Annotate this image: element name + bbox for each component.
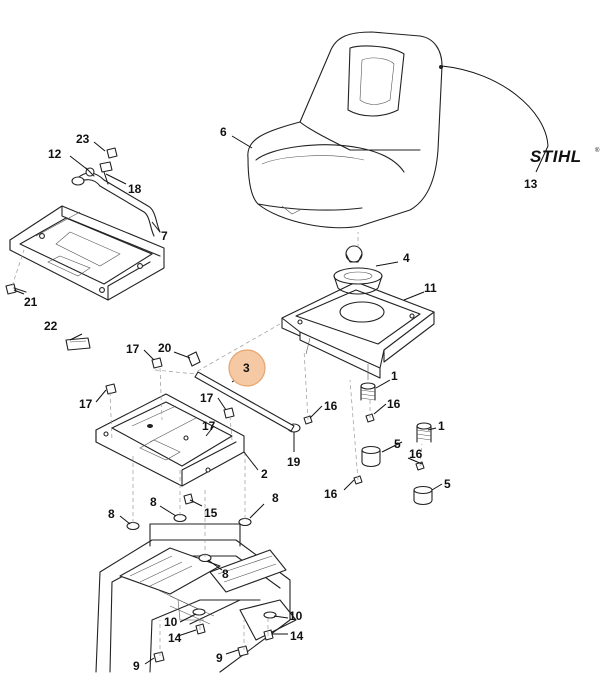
callout-9b[interactable]: 9 <box>216 651 223 665</box>
leader-lines <box>13 65 549 665</box>
washers-8[interactable] <box>126 513 252 563</box>
callout-13[interactable]: 13 <box>524 177 538 191</box>
callout-14b[interactable]: 14 <box>290 629 304 643</box>
bolt-15[interactable] <box>183 493 194 505</box>
callout-20[interactable]: 20 <box>158 341 172 355</box>
callout-10a[interactable]: 10 <box>164 615 178 629</box>
logo-text: STIHL <box>530 147 582 166</box>
registered-mark: ® <box>595 147 600 154</box>
cap-right[interactable] <box>413 485 433 506</box>
callout-16b[interactable]: 16 <box>409 447 423 461</box>
callout-10b[interactable]: 10 <box>289 609 303 623</box>
callout-16a[interactable]: 16 <box>387 397 401 411</box>
seat[interactable] <box>247 31 443 229</box>
callout-8a[interactable]: 8 <box>108 507 115 521</box>
callout-17b[interactable]: 17 <box>79 397 93 411</box>
cap-left[interactable] <box>361 445 381 468</box>
spring-right[interactable] <box>416 422 432 443</box>
highlight-circle <box>228 349 266 387</box>
callout-17c[interactable]: 17 <box>200 391 214 405</box>
callout-21[interactable]: 21 <box>24 295 38 309</box>
seat-adjust-bracket[interactable] <box>9 205 165 301</box>
callout-14a[interactable]: 14 <box>168 631 182 645</box>
callout-17a[interactable]: 17 <box>126 342 140 356</box>
callout-11[interactable]: 11 <box>424 281 437 295</box>
callout-4[interactable]: 4 <box>403 251 410 265</box>
clip-pin[interactable] <box>99 161 113 185</box>
bolts-14[interactable] <box>195 623 274 641</box>
lower-frame[interactable] <box>95 523 297 673</box>
washers-10[interactable] <box>192 608 277 619</box>
seat-carrier[interactable] <box>95 393 245 487</box>
callout-5a[interactable]: 5 <box>394 437 401 451</box>
stihl-logo: STIHL ® <box>530 147 600 166</box>
callout-2[interactable]: 2 <box>261 467 268 481</box>
callout-8b[interactable]: 8 <box>150 495 157 509</box>
rod[interactable] <box>194 371 295 432</box>
callout-6[interactable]: 6 <box>220 125 227 139</box>
seat-plate[interactable] <box>281 281 435 380</box>
callout-1b[interactable]: 1 <box>438 419 445 433</box>
callout-17d[interactable]: 17 <box>202 419 216 433</box>
callout-12[interactable]: 12 <box>48 147 62 161</box>
callout-8c[interactable]: 8 <box>272 491 279 505</box>
assembly-lines <box>11 232 423 656</box>
callout-8d[interactable]: 8 <box>222 567 229 581</box>
seat-mount-bushing[interactable] <box>333 245 383 295</box>
callout-15[interactable]: 15 <box>204 506 218 520</box>
callout-7[interactable]: 7 <box>161 229 168 243</box>
bolt[interactable] <box>5 283 27 295</box>
callout-5b[interactable]: 5 <box>444 477 451 491</box>
cover-22[interactable] <box>65 337 91 351</box>
callout-9a[interactable]: 9 <box>133 659 140 673</box>
callout-18[interactable]: 18 <box>128 182 142 196</box>
callout-3[interactable]: 3 <box>243 361 250 375</box>
spring-left[interactable] <box>360 382 376 401</box>
callout-16d[interactable]: 16 <box>324 399 338 413</box>
nuts-17[interactable] <box>105 357 235 419</box>
bolts-9[interactable] <box>153 645 249 663</box>
callout-22[interactable]: 22 <box>44 319 58 333</box>
callout-16c[interactable]: 16 <box>324 487 338 501</box>
callout-23[interactable]: 23 <box>76 132 90 146</box>
callout-1a[interactable]: 1 <box>391 369 398 383</box>
callout-19[interactable]: 19 <box>287 455 301 469</box>
upper-bolt[interactable] <box>106 147 118 159</box>
clip-20[interactable] <box>187 351 201 367</box>
callout-labels: 6 13 4 11 1 16 1 5 16 5 16 16 19 3 2 17 … <box>24 125 538 673</box>
